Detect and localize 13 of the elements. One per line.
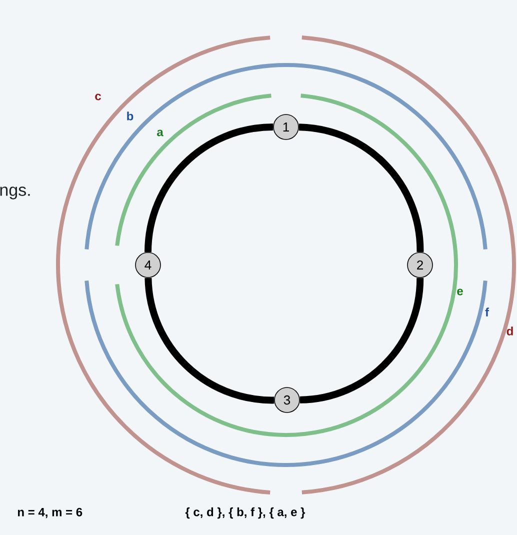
text-fragment: ngs. <box>0 186 30 200</box>
arc-letter: a <box>157 130 164 136</box>
arc-letter: b <box>127 112 134 120</box>
cycle-edge <box>144 124 274 252</box>
arc-letter: d <box>506 326 513 336</box>
arc-letter: c <box>95 94 101 100</box>
cycle-edge <box>300 278 424 404</box>
cycle-edge <box>144 278 274 404</box>
arc-letter: f <box>485 308 490 316</box>
arc-letter: e <box>457 288 463 296</box>
set-text: { c, d }, { b, f }, { a, e } <box>185 507 306 519</box>
formula-text: n = 4, m = 6 <box>18 508 82 518</box>
cycle-edge <box>298 124 424 252</box>
